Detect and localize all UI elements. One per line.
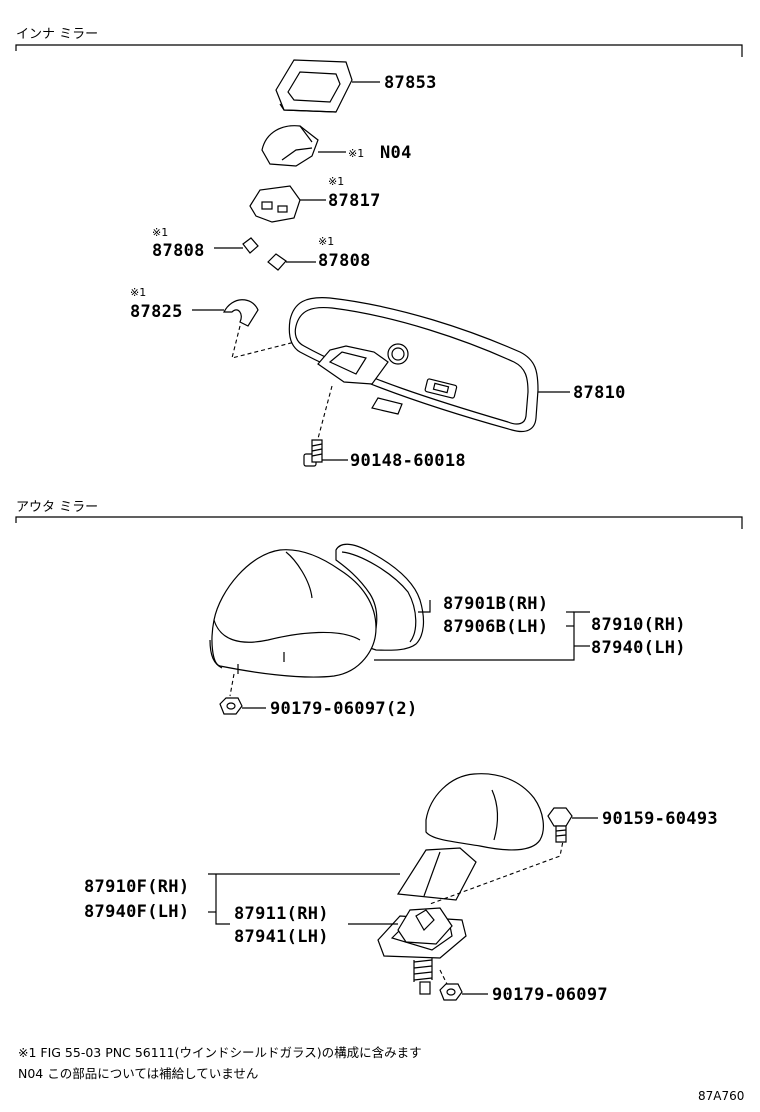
- ref-mark-87817: ※1: [328, 175, 344, 188]
- part-number-n04[interactable]: N04: [380, 143, 412, 163]
- section-title-outer-mirror: アウタ ミラー: [16, 500, 98, 515]
- ref-mark-n04: ※1: [348, 147, 364, 160]
- assembly-dashed-line-nut-top: [229, 673, 235, 697]
- ref-mark-87825: ※1: [130, 286, 146, 299]
- section-bracket-outer: [15, 516, 743, 529]
- part-number-90159-60493[interactable]: 90159-60493: [602, 809, 718, 829]
- part-90179-nut-bottom[interactable]: [439, 983, 463, 1001]
- part-outer-mirror-housing[interactable]: [209, 549, 377, 678]
- part-number-87808-right[interactable]: 87808: [318, 251, 371, 271]
- part-number-90179-06097-2[interactable]: 90179-06097(2): [270, 699, 418, 719]
- part-number-87906b-lh[interactable]: 87906B(LH): [443, 617, 548, 637]
- part-87817-bracket[interactable]: [249, 185, 301, 223]
- part-number-87941-lh[interactable]: 87941(LH): [234, 927, 329, 947]
- section-title-inner-mirror: インナ ミラー: [16, 27, 98, 42]
- part-number-87901b-rh[interactable]: 87901B(RH): [443, 594, 548, 614]
- part-number-87817[interactable]: 87817: [328, 191, 381, 211]
- part-number-87940-lh[interactable]: 87940(LH): [591, 638, 686, 658]
- part-number-87910f-rh[interactable]: 87910F(RH): [84, 877, 189, 897]
- part-90159-bolt[interactable]: [547, 807, 573, 843]
- part-spring-bolt[interactable]: [413, 958, 433, 995]
- part-87825-clip[interactable]: [223, 299, 259, 327]
- part-number-87853[interactable]: 87853: [384, 73, 437, 93]
- part-87910f-mirror-assembly[interactable]: [396, 773, 544, 901]
- part-87853-cover[interactable]: [275, 59, 353, 113]
- section-bracket-inner: [15, 44, 743, 57]
- ref-mark-87808-left: ※1: [152, 226, 168, 239]
- assembly-dashed-line-bolt: [429, 835, 565, 905]
- part-n04-cover[interactable]: [261, 125, 319, 167]
- part-number-87810[interactable]: 87810: [573, 383, 626, 403]
- part-number-90148-60018[interactable]: 90148-60018: [350, 451, 466, 471]
- part-number-87911-rh[interactable]: 87911(RH): [234, 904, 329, 924]
- bracket-87910f: [215, 874, 230, 925]
- part-number-87825[interactable]: 87825: [130, 302, 183, 322]
- ref-mark-87808-right: ※1: [318, 235, 334, 248]
- assembly-dashed-line-screw: [315, 385, 333, 447]
- figure-code: 87A760: [698, 1089, 744, 1103]
- part-number-90179-06097[interactable]: 90179-06097: [492, 985, 608, 1005]
- part-90179-nut-top[interactable]: [219, 697, 243, 715]
- leader-87901b: [418, 600, 431, 613]
- footnote-ref-1: ※1 FIG 55-03 PNC 56111(ウインドシールドガラス)の構成に含…: [18, 1045, 422, 1060]
- part-87808-clip-left[interactable]: [242, 237, 259, 254]
- part-87810-inner-mirror[interactable]: [288, 297, 539, 433]
- assembly-dashed-line-nut-bottom: [439, 969, 449, 987]
- part-87901b-mirror-glass[interactable]: [335, 543, 425, 651]
- part-87911-base-gasket[interactable]: [377, 907, 467, 959]
- part-number-87910-rh[interactable]: 87910(RH): [591, 615, 686, 635]
- footnote-n04: N04 この部品については補給していません: [18, 1066, 258, 1081]
- bracket-87910: [374, 611, 590, 661]
- part-87808-clip-right[interactable]: [267, 253, 287, 271]
- part-90148-screw[interactable]: [303, 439, 323, 467]
- part-number-87808-left[interactable]: 87808: [152, 241, 205, 261]
- part-number-87940f-lh[interactable]: 87940F(LH): [84, 902, 189, 922]
